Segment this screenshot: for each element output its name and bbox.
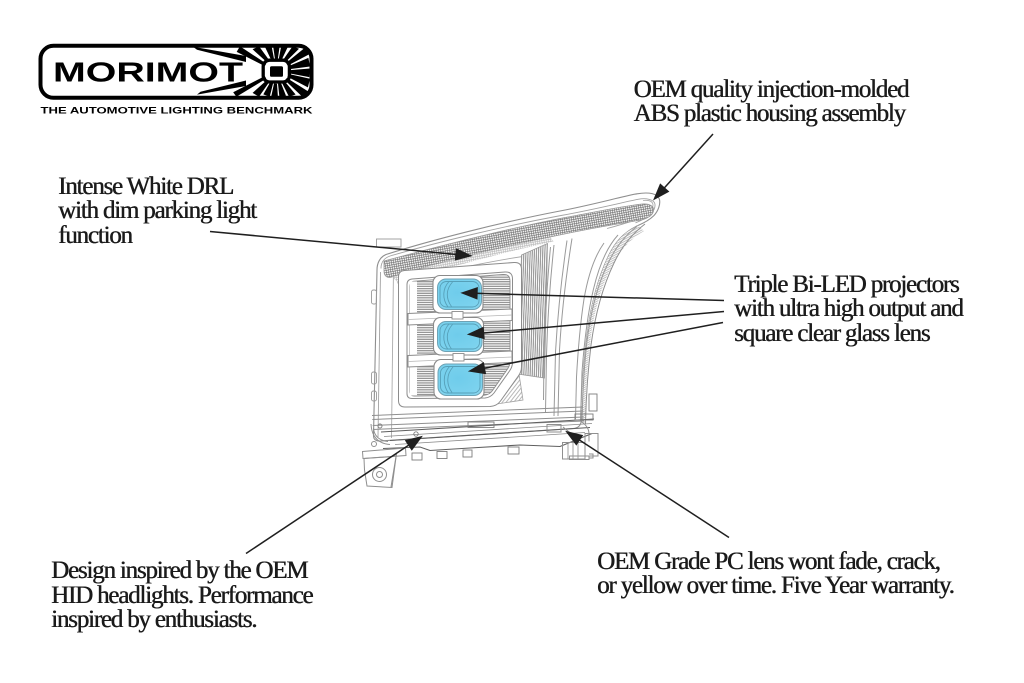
svg-text:MORIMOT: MORIMOT bbox=[53, 57, 243, 88]
svg-text:THE AUTOMOTIVE LIGHTING BENCHM: THE AUTOMOTIVE LIGHTING BENCHMARK bbox=[41, 105, 313, 115]
